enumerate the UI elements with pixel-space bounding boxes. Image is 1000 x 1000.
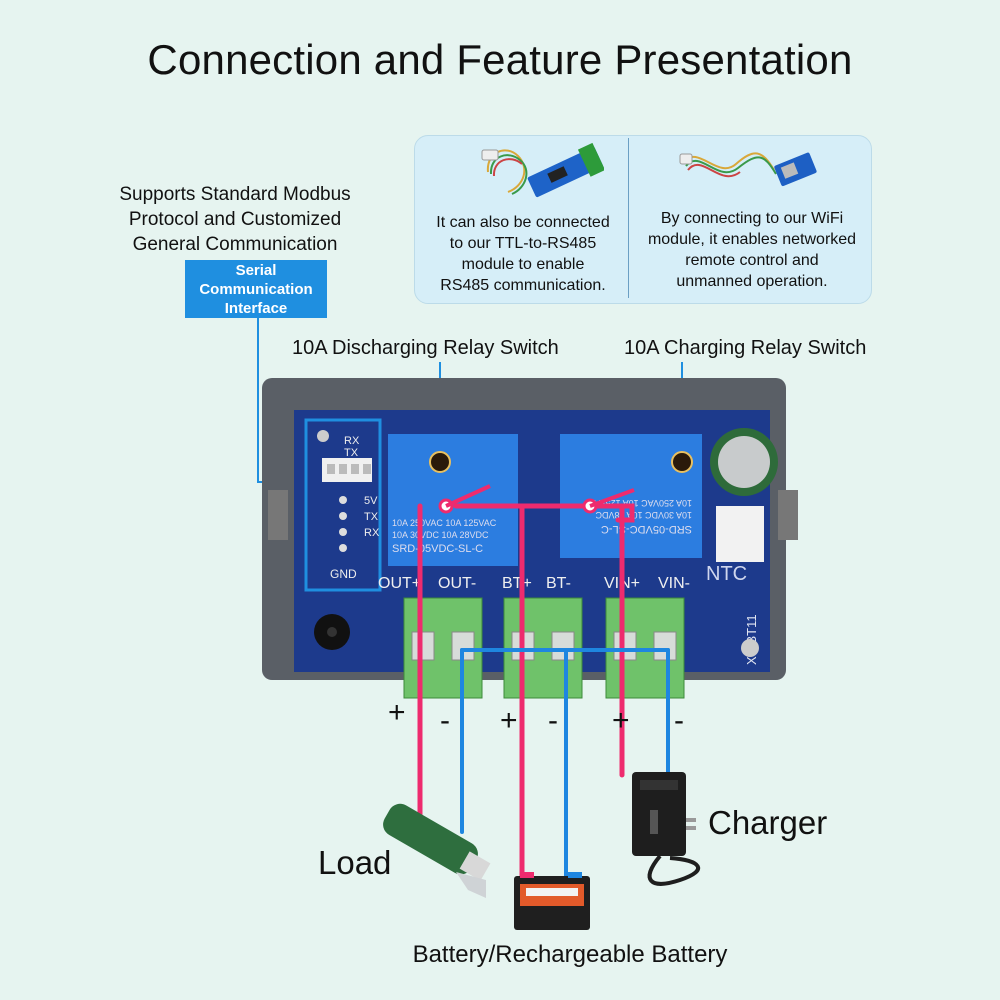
info-panel-divider: [628, 138, 629, 298]
serial-pin-label: TX: [364, 511, 379, 523]
info-line: to our TTL-to-RS485: [449, 235, 597, 252]
charge-relay-marker: [671, 451, 693, 473]
discharge-switch-arm: [445, 484, 491, 508]
charge-relay-label: 10A Charging Relay Switch: [624, 337, 867, 359]
rs485-module-icon: [481, 142, 604, 198]
discharge-relay-label: 10A Discharging Relay Switch: [292, 337, 559, 359]
terminal-label: BT+: [502, 575, 532, 592]
case-clip: [778, 490, 798, 540]
modbus-line: General Communication: [132, 234, 338, 255]
wifi-description: By connecting to our WiFi module, it ena…: [634, 208, 870, 292]
serial-pin-label: RX: [344, 435, 360, 447]
info-line: It can also be connected: [436, 214, 610, 231]
charger-adapter-icon: [632, 772, 701, 886]
relay-model-text: SRD-05VDC-SL-C: [392, 543, 483, 555]
rs485-description: It can also be connected to our TTL-to-R…: [420, 212, 626, 296]
serial-badge-line: Interface: [224, 299, 288, 317]
negative-wires: [460, 648, 670, 880]
serial-badge-line: Serial: [235, 261, 277, 279]
info-line: unmanned operation.: [676, 273, 828, 290]
info-line: By connecting to our WiFi: [660, 210, 844, 227]
polarity-sign: -: [548, 704, 558, 737]
discharge-relay: [388, 434, 518, 566]
polarity-sign: +: [612, 704, 630, 737]
polarity-sign: -: [440, 704, 450, 737]
polarity-sign: +: [500, 704, 518, 737]
serial-port-highlight: [304, 418, 382, 592]
relay-model-text: SRD-05VDC-SL-C: [601, 523, 692, 535]
positive-wires: [417, 503, 635, 881]
load-label: Load: [318, 844, 392, 881]
charger-label: Charger: [708, 804, 828, 841]
discharge-relay-marker: [429, 451, 451, 473]
pcb-screw: [741, 639, 759, 657]
wifi-module-icon: [679, 152, 817, 187]
info-line: RS485 communication.: [440, 277, 606, 294]
battery-label: Battery/Rechargeable Battery: [412, 941, 728, 968]
modbus-line: Protocol and Customized: [128, 209, 342, 230]
serial-pin-label: 5V: [364, 495, 378, 507]
resistor-bracket: [456, 872, 486, 898]
serial-pin-label: TX: [344, 447, 359, 459]
terminal-label: BT-: [546, 575, 571, 592]
info-line: remote control and: [685, 252, 819, 269]
terminal-label: VIN-: [658, 575, 690, 592]
polarity-sign: +: [388, 696, 406, 729]
terminal-label: OUT+: [378, 575, 421, 592]
serial-badge-line: Communication: [199, 280, 313, 298]
load-resistor-icon: [383, 803, 491, 881]
pcb-screw: [317, 430, 329, 442]
terminal-label: OUT-: [438, 575, 476, 592]
page-title: Connection and Feature Presentation: [147, 36, 853, 83]
relay-rating-text: 10A 30VDC 10A 28VDC: [595, 510, 692, 520]
case-clip: [268, 490, 288, 540]
battery-icon: [514, 872, 590, 930]
charge-switch-arm: [589, 488, 635, 508]
info-line: module, it enables networked: [647, 231, 857, 248]
ntc-connector: [716, 506, 764, 562]
info-line: module to enable: [461, 256, 585, 273]
serial-gnd-text: GND: [330, 567, 357, 581]
serial-interface-badge: Serial Communication Interface: [185, 260, 327, 318]
serial-pin-label: RX: [364, 527, 380, 539]
modbus-line: Supports Standard Modbus: [119, 184, 351, 205]
polarity-sign: -: [674, 704, 684, 737]
relay-rating-text: 10A 250VAC 10A 125VAC: [392, 518, 497, 528]
relay-rating-text: 10A 30VDC 10A 28VDC: [392, 530, 489, 540]
relay-rating-text: 10A 250VAC 10A 125VAC: [587, 498, 692, 508]
modbus-description: Supports Standard Modbus Protocol and Cu…: [90, 182, 380, 257]
ntc-label: NTC: [706, 563, 747, 585]
